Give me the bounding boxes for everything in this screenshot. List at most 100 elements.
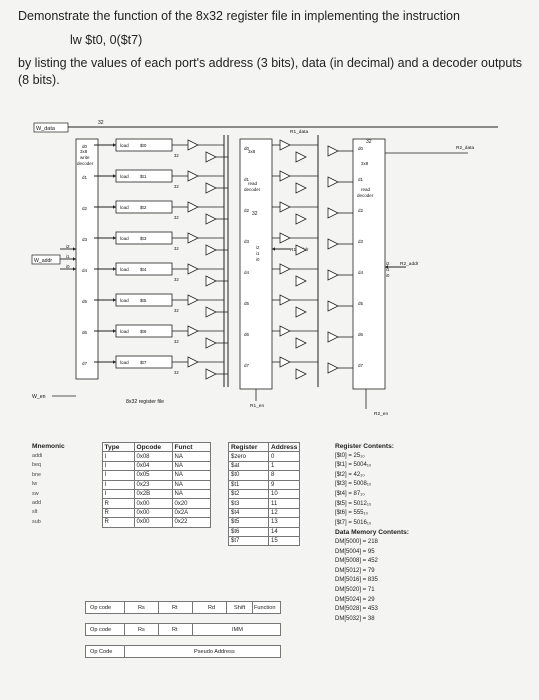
write-decoder-output: d4 — [82, 268, 88, 273]
spacer — [68, 508, 102, 517]
r1-addr-bit: i1 — [256, 251, 260, 256]
tristate-buffer-2-7 — [205, 368, 217, 380]
r-rd: Rd — [208, 605, 216, 611]
write-decoder-text: write — [80, 155, 90, 160]
read-decoder-1-output: d6 — [244, 332, 250, 337]
r2-buffer — [327, 300, 339, 312]
r-function: Function — [254, 605, 276, 611]
opcode-cell: 0x05 — [133, 470, 173, 481]
arrowhead — [113, 360, 116, 364]
r2-addr-bit: i2 — [386, 261, 390, 266]
spacer — [68, 443, 102, 452]
register-label: $t2 — [140, 205, 147, 210]
read-decoder-1-output: d7 — [244, 363, 250, 368]
write-decoder-output: d2 — [82, 206, 88, 211]
memory-content-item: DM[5032] = 38 — [335, 615, 375, 622]
arrowhead — [385, 265, 388, 269]
register-label: $t5 — [140, 298, 147, 303]
type-cell: I — [101, 470, 135, 481]
opcode-cell: 0x23 — [133, 479, 173, 490]
read-decoder-1-output: d2 — [244, 208, 250, 213]
r2-buffer — [327, 331, 339, 343]
read-decoder-text: read — [248, 181, 258, 186]
load-label: load — [120, 205, 129, 210]
r1-buffer — [279, 232, 291, 244]
r1-buffer — [279, 139, 291, 151]
bus-width-label: 32 — [174, 339, 179, 344]
memory-content-item: DM[5012] = 79 — [335, 567, 375, 574]
bus-width-label: 32 — [174, 215, 179, 220]
register-label: $t3 — [140, 236, 147, 241]
read-decoder-text: read — [361, 187, 371, 192]
address-cell: 13 — [267, 517, 301, 528]
tristate-buffer-2-3 — [205, 244, 217, 256]
tristate-buffer-6 — [187, 325, 199, 337]
read-decoder-2-output: d2 — [358, 208, 364, 213]
load-label: load — [120, 267, 129, 272]
mnemonic-cell: addi — [32, 453, 43, 460]
tristate-buffer-7 — [187, 356, 199, 368]
read-decoder-text: decoder — [244, 187, 261, 192]
tristate-buffer-3 — [187, 232, 199, 244]
bus-width-label: 32 — [174, 184, 179, 189]
opcode-cell: 0x2B — [133, 488, 173, 500]
i-rt: Rt — [172, 627, 178, 633]
funct-cell: NA — [171, 460, 211, 472]
address-cell: 0 — [267, 451, 301, 462]
mnemonic-header: Mnemonic — [32, 443, 65, 451]
opcode-header: Opcode — [133, 441, 173, 453]
tristate-buffer-2-6 — [205, 337, 217, 349]
r2-buffer — [327, 145, 339, 157]
tristate-buffer-1 — [187, 170, 199, 182]
type-cell: R — [101, 517, 135, 528]
spacer — [68, 452, 102, 461]
address-cell: 8 — [267, 470, 301, 481]
read-decoder-2-output: d1 — [358, 177, 364, 182]
write-decoder-output: d3 — [82, 237, 88, 242]
tristate-buffer-0 — [187, 139, 199, 151]
r1-buffer-b — [295, 337, 307, 349]
memory-content-item: DM[5024] = 29 — [335, 596, 375, 603]
register-content-item: [$t0] = 25₁₀ — [335, 452, 365, 459]
tristate-buffer-5 — [187, 294, 199, 306]
load-label: load — [120, 360, 129, 365]
question-line-1: Demonstrate the function of the 8x32 reg… — [18, 9, 460, 23]
addr-bit-label: i2 — [66, 244, 70, 249]
address-cell: 1 — [267, 460, 301, 472]
arrowhead — [113, 205, 116, 209]
write-decoder-output: d5 — [82, 299, 88, 304]
address-cell: 11 — [267, 498, 301, 509]
opcode-cell: 0x00 — [133, 517, 173, 528]
r-format-box: Op code Rs Rt Rd Shift Function — [85, 601, 281, 614]
read-decoder-1-output: d0 — [244, 146, 250, 151]
register-label: $t1 — [140, 174, 147, 179]
j-opcode: Op Code — [90, 649, 113, 655]
mnemonic-cell: slt — [32, 509, 38, 516]
tristate-buffer-4 — [187, 263, 199, 275]
funct-cell: NA — [171, 479, 211, 490]
register-cell: $t4 — [228, 507, 269, 519]
r1-buffer — [279, 356, 291, 368]
read-decoder-text: 3x8 — [361, 161, 369, 166]
register-cell: $at — [228, 460, 269, 472]
tristate-buffer-2-5 — [205, 306, 217, 318]
spacer — [68, 489, 102, 498]
write-decoder-output: d1 — [82, 175, 88, 180]
address-cell: 9 — [267, 479, 301, 490]
spacer — [68, 471, 102, 480]
type-cell: I — [101, 488, 135, 500]
mnemonic-cell: beq — [32, 462, 41, 469]
tristate-buffer-2 — [187, 201, 199, 213]
r2-buffer — [327, 269, 339, 281]
bus-width-label: 32 — [252, 211, 258, 217]
mnemonic-cell: bne — [32, 471, 41, 478]
register-cell: $zero — [228, 451, 269, 462]
